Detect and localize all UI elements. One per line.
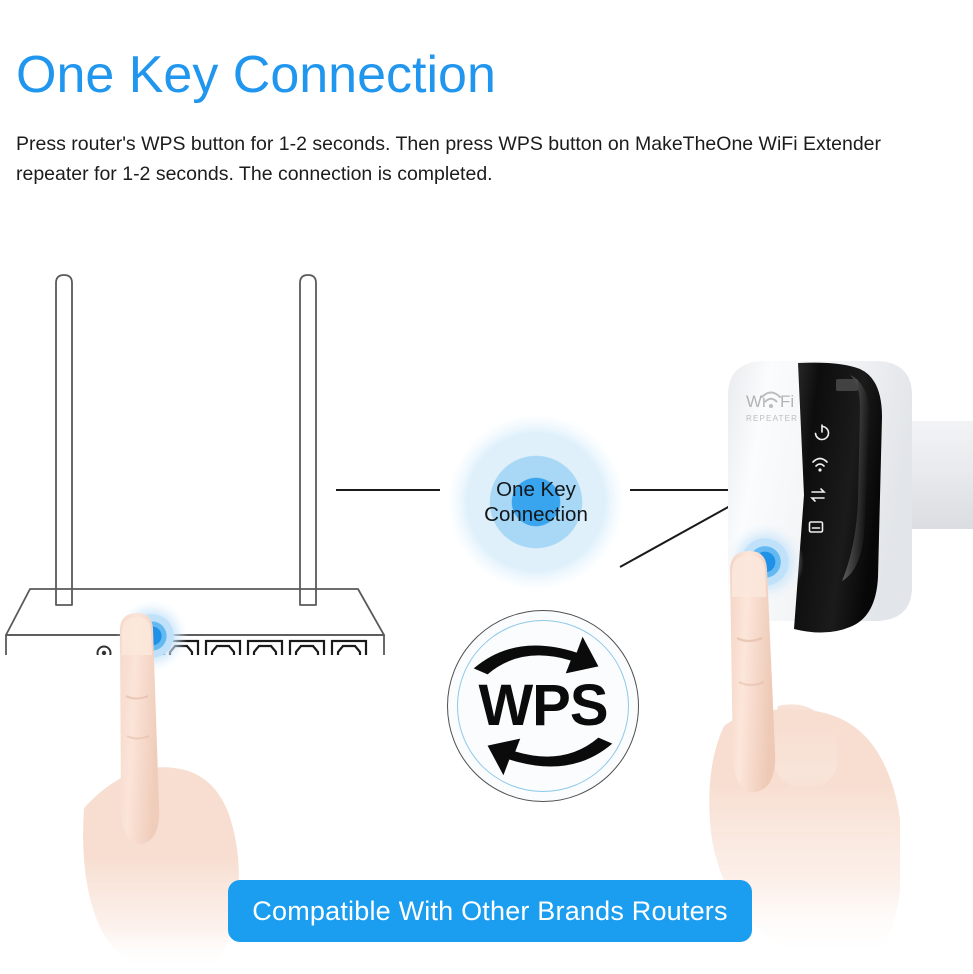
wifi-arc-icon [761,391,781,403]
compatibility-banner[interactable]: Compatible With Other Brands Routers [228,880,752,942]
finger-crease [125,695,149,700]
wifi-arc-dot [769,404,773,408]
extender-led-icons [808,424,830,533]
connector-line-badge-to-extender [630,489,738,491]
page-description: Press router's WPS button for 1-2 second… [16,133,881,185]
brand-fi-text: Fi [780,392,794,411]
fingertip [732,554,766,597]
wps-refresh-arrows-icon [473,636,613,776]
wps-arrow-top [473,636,599,675]
finger-crease [738,680,765,687]
hand-palm [83,767,239,970]
badge-label: One Key Connection [484,478,588,526]
extender-plug-block [898,421,973,529]
brand-wifi-text: Wi [746,392,766,411]
wireless-router [0,255,400,655]
transfer-led-icon [810,488,826,502]
one-key-connection-badge: One Key Connection [448,414,624,590]
brand-repeater-text: REPEATER [746,414,798,423]
hand-pointing-extender-wps [700,530,900,974]
index-finger [730,550,776,792]
router-antenna-right [299,274,317,606]
lan-port [288,639,326,655]
lan-port [246,639,284,655]
lan-port [330,639,368,655]
wifi-extender-repeater: Wi Fi REPEATER [700,355,973,655]
finger-crease [126,735,150,740]
wps-logo: WPS [447,610,639,802]
extender-top-grill [836,379,858,391]
fingertip [122,616,152,655]
hand-pointing-router-wps [78,612,268,974]
power-led-icon [814,424,830,441]
router-front-face [5,634,385,655]
wps-label: WPS [478,673,608,738]
finger-crease [736,636,763,643]
router-antenna-left [55,274,73,606]
page-title: One Key Connection [16,46,496,104]
lan-port [204,639,242,655]
connector-line-router-to-badge [336,489,440,491]
ethernet-led-icon [808,521,824,533]
index-finger [120,612,160,844]
banner-label: Compatible With Other Brands Routers [252,895,728,926]
panel-gloss [842,375,870,581]
hand-thumb [771,704,839,790]
wps-inner-ring [457,620,629,792]
extender-brand: Wi Fi REPEATER [746,391,798,423]
wifi-signal-led-icon [812,457,828,472]
router-power-jack [96,645,112,655]
wps-arrow-bottom [487,737,613,776]
